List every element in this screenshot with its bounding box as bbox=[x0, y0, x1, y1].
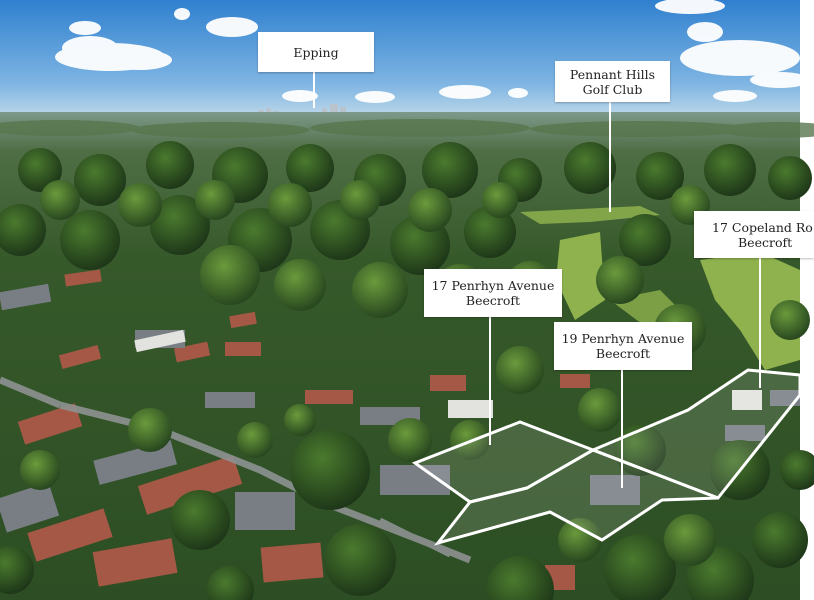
pointer-lines bbox=[313, 70, 761, 488]
suburb-houses bbox=[0, 269, 800, 590]
label-17-copeland-road: 17 Copeland Ro Beecroft bbox=[694, 211, 814, 258]
label-penrhyn-19-line1: 19 Penrhyn Avenue bbox=[561, 331, 685, 346]
label-epping-line1: Epping bbox=[293, 44, 339, 60]
label-copeland-line1: 17 Copeland Ro bbox=[712, 219, 813, 235]
boundary-19-penrhyn bbox=[434, 448, 719, 546]
label-penrhyn-19-line2: Beecroft bbox=[595, 346, 651, 361]
clouds bbox=[55, 0, 810, 103]
foreground-trees bbox=[0, 346, 814, 600]
label-copeland-line2: Beecroft bbox=[738, 234, 793, 250]
label-19-penrhyn-avenue: 19 Penrhyn Avenue Beecroft bbox=[554, 322, 692, 370]
label-penrhyn-17-line1: 17 Penrhyn Avenue bbox=[431, 278, 555, 293]
label-17-penrhyn-avenue: 17 Penrhyn Avenue Beecroft bbox=[424, 269, 562, 317]
boundary-17-copeland bbox=[588, 368, 802, 500]
distant-forest bbox=[0, 119, 814, 138]
label-pennant-hills-golf-club: Pennant Hills Golf Club bbox=[555, 61, 670, 102]
label-epping: Epping bbox=[258, 32, 374, 72]
property-boundaries bbox=[411, 368, 802, 546]
label-pennant-hills-line1: Pennant Hills bbox=[569, 66, 656, 82]
label-pennant-hills-line2: Golf Club bbox=[582, 81, 643, 97]
forest-canopy bbox=[0, 141, 812, 356]
label-penrhyn-17-line2: Beecroft bbox=[465, 293, 521, 308]
